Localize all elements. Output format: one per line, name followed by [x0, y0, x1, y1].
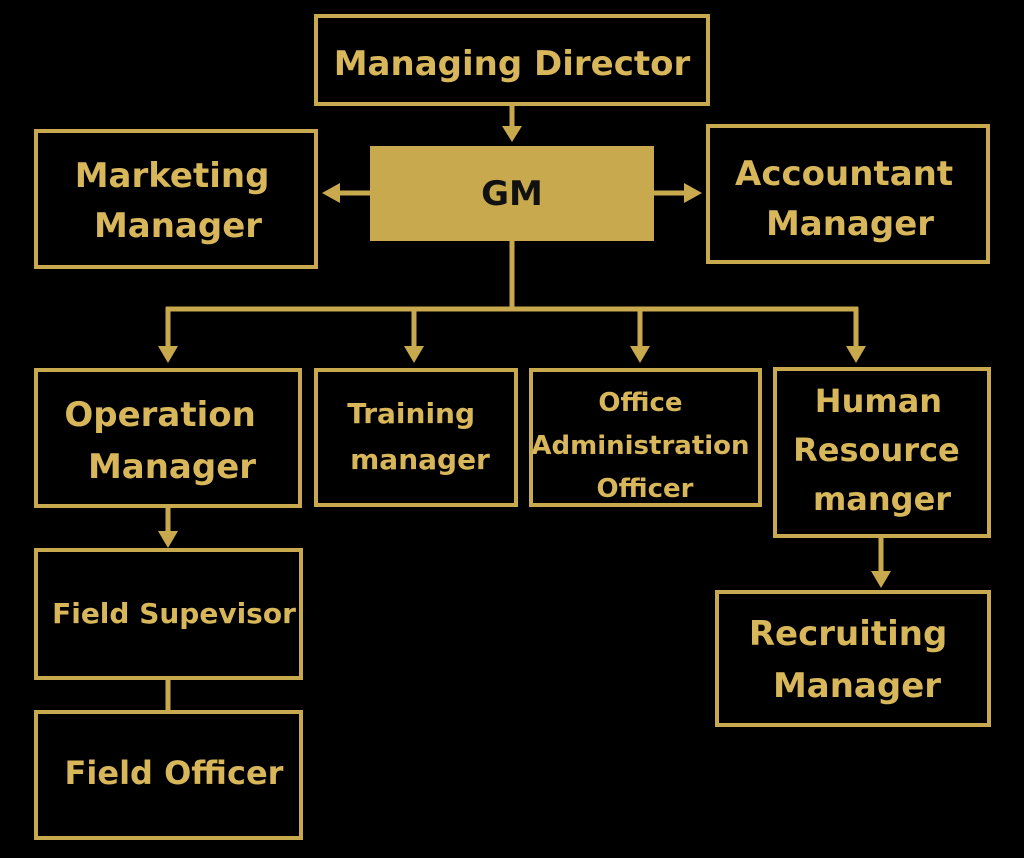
node-managing-director: Managing Director [314, 14, 710, 106]
arrowhead-training [404, 346, 424, 363]
node-label-line: manager [350, 443, 490, 476]
node-label-line: Human [815, 382, 942, 420]
node-label: Managing Director [334, 44, 691, 84]
node-box [34, 710, 303, 840]
node-office-administration-officer: Office Administration Officer [529, 368, 762, 507]
arrowhead-supervisor [158, 531, 178, 548]
node-label-line: manger [813, 480, 951, 518]
node-label-line: Managing Director [334, 44, 691, 84]
node-box [34, 368, 302, 508]
node-label-line: Field Officer [65, 754, 284, 792]
node-label-line: Operation [64, 395, 255, 435]
node-box [34, 548, 303, 680]
node-label-line: Resource [793, 431, 960, 469]
arrowhead-hr [846, 346, 866, 363]
node-label-line: Manager [94, 206, 262, 246]
node-label-line: Officer [597, 474, 694, 504]
node-gm: GM [370, 146, 654, 241]
node-label-line: Recruiting [749, 614, 947, 654]
node-label-line: Office [598, 388, 682, 418]
node-label: Accountant Manager [735, 154, 965, 244]
node-box [34, 129, 318, 269]
node-label: GM [481, 174, 543, 214]
arrowhead-gm [502, 126, 522, 142]
node-box [370, 146, 654, 241]
node-training-manager: Training manager [314, 368, 518, 507]
node-label: Operation Manager [64, 395, 267, 487]
node-box [314, 368, 518, 507]
node-label: Training manager [347, 397, 490, 476]
connectors [158, 104, 891, 712]
node-label-line: Accountant [735, 154, 953, 194]
node-operation-manager: Operation Manager [34, 368, 302, 508]
node-label: Human Resource manger [793, 382, 971, 518]
node-human-resource-manager: Human Resource manger [773, 367, 991, 538]
node-label-line: GM [481, 174, 543, 214]
arrowhead-accountant [684, 183, 702, 203]
node-label: Field Supevisor [52, 597, 296, 630]
node-accountant-manager: Accountant Manager [706, 124, 990, 264]
node-label-line: Manager [773, 666, 941, 706]
node-box [715, 590, 991, 727]
node-label-line: Field Supevisor [52, 597, 296, 630]
node-box [314, 14, 710, 106]
node-label: Field Officer [65, 754, 284, 792]
node-recruiting-manager: Recruiting Manager [715, 590, 991, 727]
node-label-line: Manager [766, 204, 934, 244]
node-label: Marketing Manager [75, 156, 282, 246]
node-label: Office Administration Officer [531, 388, 758, 504]
node-label-line: Training [347, 397, 475, 430]
node-label: Recruiting Manager [749, 614, 959, 706]
arrowhead-marketing [322, 183, 340, 203]
arrowhead-office [630, 346, 650, 363]
node-field-supervisor: Field Supevisor [34, 548, 303, 680]
node-field-officer: Field Officer [34, 710, 303, 840]
node-label-line: Marketing [75, 156, 270, 196]
node-box [773, 367, 991, 538]
node-label-line: Manager [88, 447, 256, 487]
node-box [529, 368, 762, 507]
node-box [706, 124, 990, 264]
arrowhead-operation [158, 346, 178, 363]
arrowhead-recruiting [871, 571, 891, 588]
node-marketing-manager: Marketing Manager [34, 129, 318, 269]
node-label-line: Administration [531, 431, 749, 461]
